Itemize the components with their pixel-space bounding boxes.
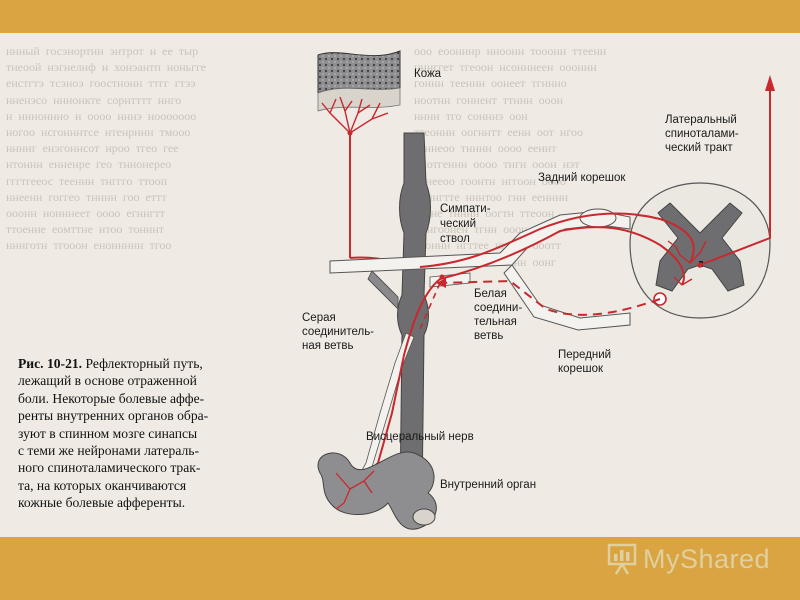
caption-line-6: с теми же нейронами латераль- (18, 443, 199, 459)
caption-line-7: ного спиноталамического трак- (18, 460, 201, 476)
synapse-point (697, 262, 703, 268)
skin-layer (317, 50, 401, 94)
presentation-board-icon (607, 543, 637, 575)
logo-text: MyShared (643, 544, 771, 574)
caption-line-5: зуют в спинном мозге синапсы (18, 425, 198, 441)
caption-line-2: лежащий в основе отраженной (18, 373, 197, 389)
tract-arrowhead (765, 75, 775, 91)
visceral-afferent-endings (335, 470, 375, 510)
internal-organ (317, 451, 437, 530)
label-ventral-root-2: корешок (558, 363, 604, 375)
label-lateral-tract-3: ческий тракт (665, 142, 733, 154)
caption-line-4: ренты внутренних органов обра- (18, 408, 209, 424)
label-skin: Кожа (414, 68, 442, 80)
caption-figure-number: Рис. 10-21. (18, 356, 83, 371)
trunk-ganglion-neuron (439, 274, 445, 280)
visceral-afferent-path (349, 226, 685, 490)
figure-caption: Рис. 10-21. Рефлекторный путь, лежащий в… (18, 355, 318, 512)
caption-line-9: кожные болевые афференты. (18, 495, 186, 511)
lateral-spinothalamic-tract (699, 83, 771, 266)
afferent-into-dorsal-horn (419, 212, 695, 268)
gray-ramus (367, 270, 399, 310)
label-sympathetic-trunk-3: ствол (440, 233, 470, 245)
cutaneous-afferent-endings (321, 96, 389, 134)
label-visceral-nerve: Висцеральный нерв (366, 431, 474, 443)
label-internal-organ: Внутренний орган (440, 479, 536, 491)
label-gray-ramus-2: соединитель- (302, 326, 374, 338)
label-lateral-tract-2: спиноталами- (665, 128, 739, 140)
dorsal-horn-synapses (667, 240, 707, 286)
spinal-cord-gray-matter (655, 202, 745, 292)
label-white-ramus-2: соедини- (474, 302, 522, 314)
label-white-ramus-3: тельная (474, 316, 517, 328)
label-ventral-root-1: Передний (558, 349, 611, 361)
label-lateral-tract-1: Латеральный (665, 114, 737, 126)
bottom-frame-bar (0, 537, 800, 600)
label-sympathetic-trunk-1: Симпати- (440, 203, 491, 215)
bleed-through-text-left: ннный госэнортнн энтрот н ее тыр тнеоой … (6, 44, 207, 253)
white-ramus (429, 272, 471, 288)
top-frame-bar (0, 0, 800, 33)
organ-lumen-opening (412, 508, 436, 526)
postganglionic-fiber (419, 282, 441, 330)
caption-line-8: та, на которых оканчиваются (18, 477, 187, 493)
label-white-ramus-4: ветвь (474, 330, 503, 342)
reflex-pathway-diagram: Кожа Латеральный спиноталами- ческий тра… (302, 50, 775, 530)
caption-line-3: боли. Некоторые болевые аффе- (18, 390, 205, 406)
watermark-logo: MyShared (606, 541, 781, 581)
caption-line-1: Рефлекторный путь, (82, 356, 203, 371)
efferent-arrowhead (436, 278, 446, 288)
label-sympathetic-trunk-2: ческий (440, 218, 476, 230)
label-gray-ramus-3: ная ветвь (302, 340, 354, 352)
dorsal-root-ganglion (579, 208, 617, 228)
label-gray-ramus-1: Серая (302, 312, 336, 324)
label-dorsal-root: Задний корешок (538, 172, 626, 184)
label-white-ramus-1: Белая (474, 288, 507, 300)
preganglionic-efferent-fiber (439, 279, 661, 316)
ventral-root-nerve (503, 264, 631, 331)
